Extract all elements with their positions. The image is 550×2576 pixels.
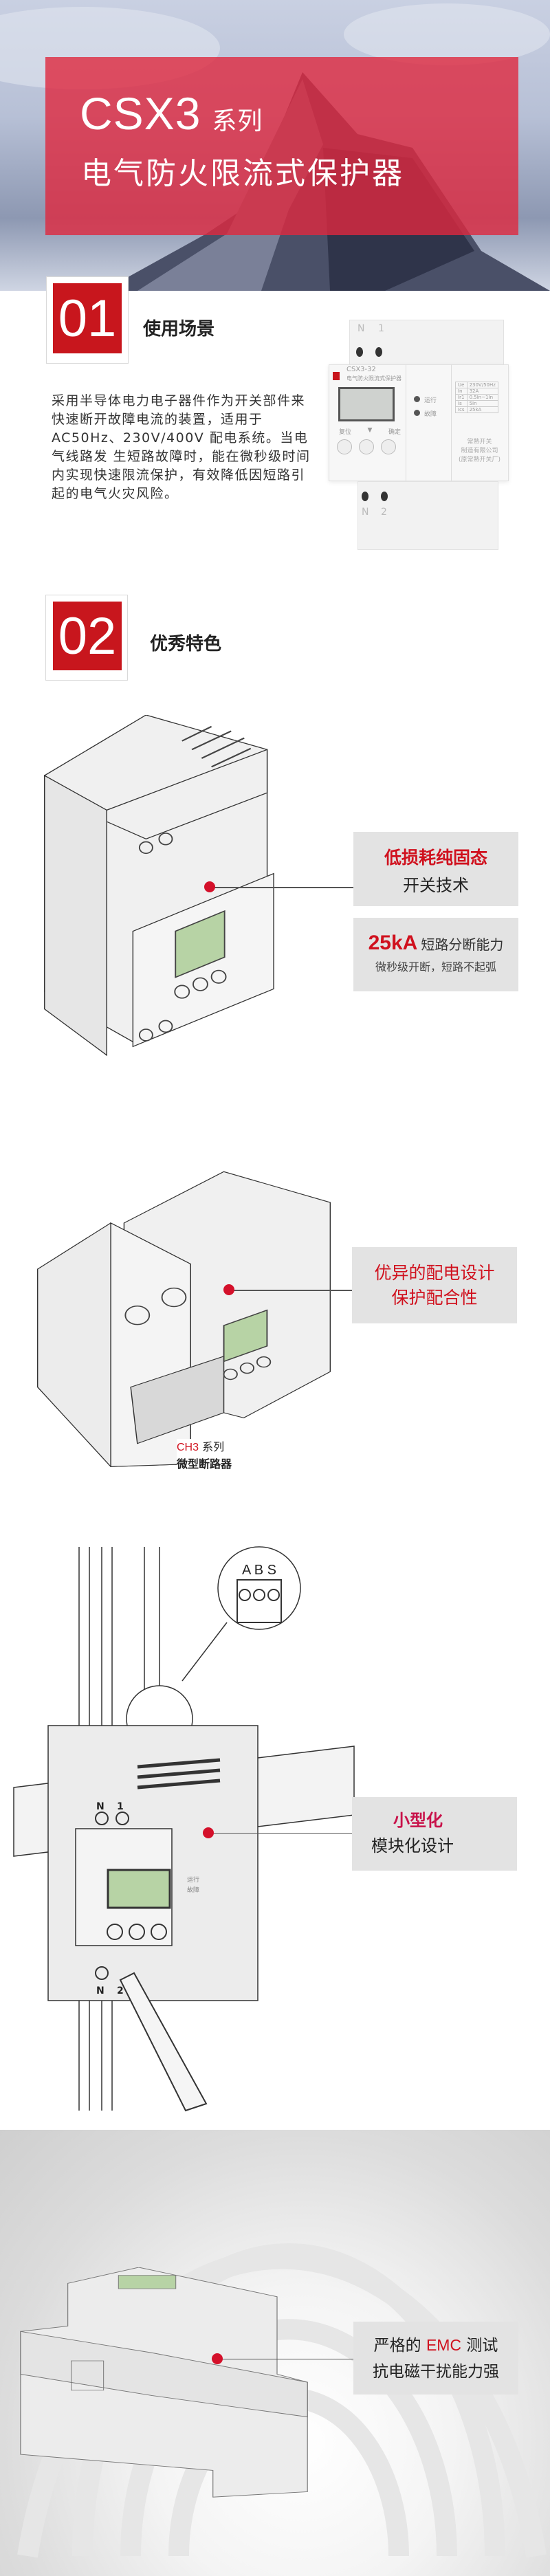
device-line-drawing: [44, 715, 274, 1057]
section-number: 02: [53, 602, 122, 670]
terminal-label: 1: [378, 323, 384, 334]
callout-line: [229, 1290, 352, 1291]
down-button: [359, 439, 374, 454]
feature-highlight: 25kA: [368, 932, 418, 954]
feature-box-breaking-capacity: 25kA 短路分断能力 微秒级开断，短路不起弧: [353, 918, 518, 991]
device-model: CSX3-32: [346, 366, 376, 373]
terminal-label: 2: [381, 507, 387, 518]
feature-marker-dot: [204, 881, 215, 892]
maker-text: 常熟开关: [467, 439, 492, 445]
indicator-label: 故障: [424, 411, 437, 418]
feature-text: 模块化设计: [371, 1836, 454, 1856]
feature-text: 开关技术: [403, 876, 469, 895]
feature-marker-dot: [223, 1284, 234, 1295]
confirm-button: [381, 439, 396, 454]
feature-box-coordination: 优异的配电设计 保护配合性: [352, 1247, 517, 1323]
terminal-label: N: [96, 1801, 104, 1812]
emc-device-drawing: [20, 2267, 308, 2498]
hero-title: CSX3 系列: [80, 91, 263, 136]
maker-text: (原常熟开关厂): [458, 456, 501, 463]
feature-box-solid-state: 低损耗纯固态 开关技术: [353, 832, 518, 906]
indicator-label: 故障: [187, 1886, 199, 1894]
model-name: CSX3: [80, 88, 201, 139]
device-label: 电气防火限流式保护器: [346, 375, 402, 382]
title-overlay: [45, 57, 518, 235]
feature-highlight: 优异的配电设计: [374, 1263, 495, 1283]
indicator-label: 运行: [424, 397, 437, 404]
hero-banner: CSX3 系列 电气防火限流式保护器: [0, 0, 550, 291]
feature-highlight: 保护配合性: [391, 1288, 478, 1308]
feature-text: 抗电磁干扰能力强: [373, 2363, 499, 2381]
callout-line: [210, 887, 353, 888]
connector-labels: A B S: [242, 1563, 276, 1578]
button-label: ▼: [367, 427, 373, 434]
terminal-label: N: [96, 1985, 104, 1996]
maker-text: 制造有限公司: [461, 448, 498, 454]
breaker-caption: CH3 系列 微型断路器: [177, 1439, 232, 1473]
intro-paragraph: 采用半导体电力电子器件作为开关部件来快速断开故障电流的装置，适用于 AC50Hz…: [52, 393, 311, 501]
button-label: 确定: [388, 429, 401, 436]
feature-highlight: EMC: [426, 2336, 462, 2354]
feature-box-emc: 严格的 EMC 测试 抗电磁干扰能力强: [353, 2322, 518, 2395]
series-label: 系列: [212, 107, 263, 135]
terminal-label: 2: [117, 1985, 124, 1996]
terminal-label: N: [358, 323, 365, 334]
section-title-features: 优秀特色: [150, 634, 222, 654]
feature-text: 短路分断能力: [421, 936, 504, 953]
din-rail-installation-drawing: A B S 运行 故障 N 1 N 2: [13, 1546, 355, 2112]
terminal-label: N: [362, 507, 369, 518]
section-title-usage: 使用场景: [143, 319, 215, 340]
device-with-breaker-drawing: [36, 1171, 331, 1467]
section-number: 01: [53, 283, 122, 353]
terminal-label: 1: [117, 1801, 124, 1812]
feature-text: 严格的: [373, 2337, 421, 2355]
product-name: 电气防火限流式保护器: [81, 156, 404, 191]
feature-text: 测试: [466, 2337, 498, 2355]
feature-marker-dot: [203, 1827, 214, 1838]
feature-highlight: 小型化: [393, 1811, 443, 1830]
reset-button: [337, 439, 352, 454]
feature-subtext: 微秒级开断，短路不起弧: [375, 960, 496, 973]
feature-box-modular: 小型化 模块化设计: [352, 1797, 517, 1871]
feature-highlight: 低损耗纯固态: [384, 848, 487, 868]
indicator-label: 运行: [187, 1875, 199, 1884]
feature-marker-dot: [212, 2353, 223, 2364]
callout-line: [208, 1833, 352, 1834]
button-label: 复位: [339, 429, 352, 436]
